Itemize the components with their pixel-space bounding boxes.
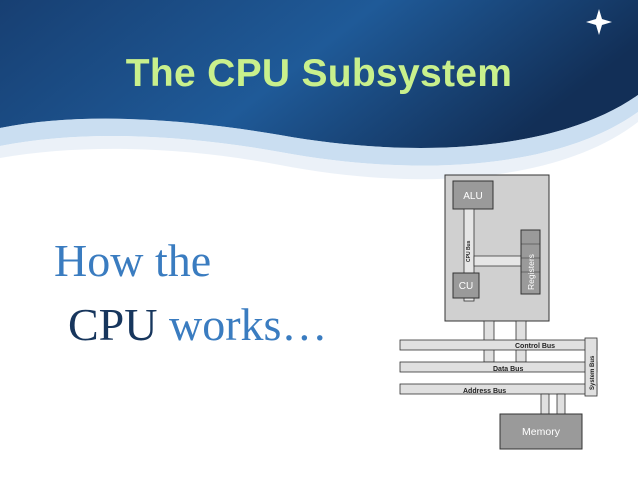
memory-label: Memory bbox=[522, 426, 561, 438]
data-bus-label: Data Bus bbox=[493, 366, 523, 373]
system-bus-label: System Bus bbox=[590, 355, 596, 390]
system-bus bbox=[584, 337, 598, 397]
sparkle-icon bbox=[586, 9, 612, 35]
cpu-bus bbox=[463, 208, 475, 302]
cpu-bus-label: CPU Bus bbox=[466, 240, 472, 262]
subtitle-cpu-word: CPU bbox=[68, 299, 158, 350]
registers-label: Registers bbox=[526, 254, 536, 290]
cpu-bus-horizontal bbox=[473, 255, 522, 267]
memory-connector bbox=[540, 393, 550, 415]
address-bus-label: Address Bus bbox=[463, 388, 506, 395]
subtitle-line-1: How the bbox=[54, 235, 212, 286]
cpu-subsystem-diagram: ALU CPU Bus CU Registers Control Bus Dat… bbox=[399, 174, 598, 450]
cu-label: CU bbox=[459, 281, 473, 292]
subtitle-works-word: works… bbox=[157, 299, 328, 350]
slide-title: The CPU Subsystem bbox=[125, 52, 513, 95]
control-bus bbox=[399, 339, 598, 351]
memory-connector bbox=[556, 393, 566, 415]
cu-box bbox=[452, 272, 480, 299]
memory-box bbox=[499, 413, 583, 450]
subtitle-line-2: CPU works… bbox=[68, 302, 327, 348]
alu-box bbox=[452, 180, 494, 210]
title-banner bbox=[0, 0, 638, 180]
alu-label: ALU bbox=[463, 191, 482, 202]
registers-box bbox=[520, 229, 541, 295]
control-bus-label: Control Bus bbox=[515, 343, 555, 350]
